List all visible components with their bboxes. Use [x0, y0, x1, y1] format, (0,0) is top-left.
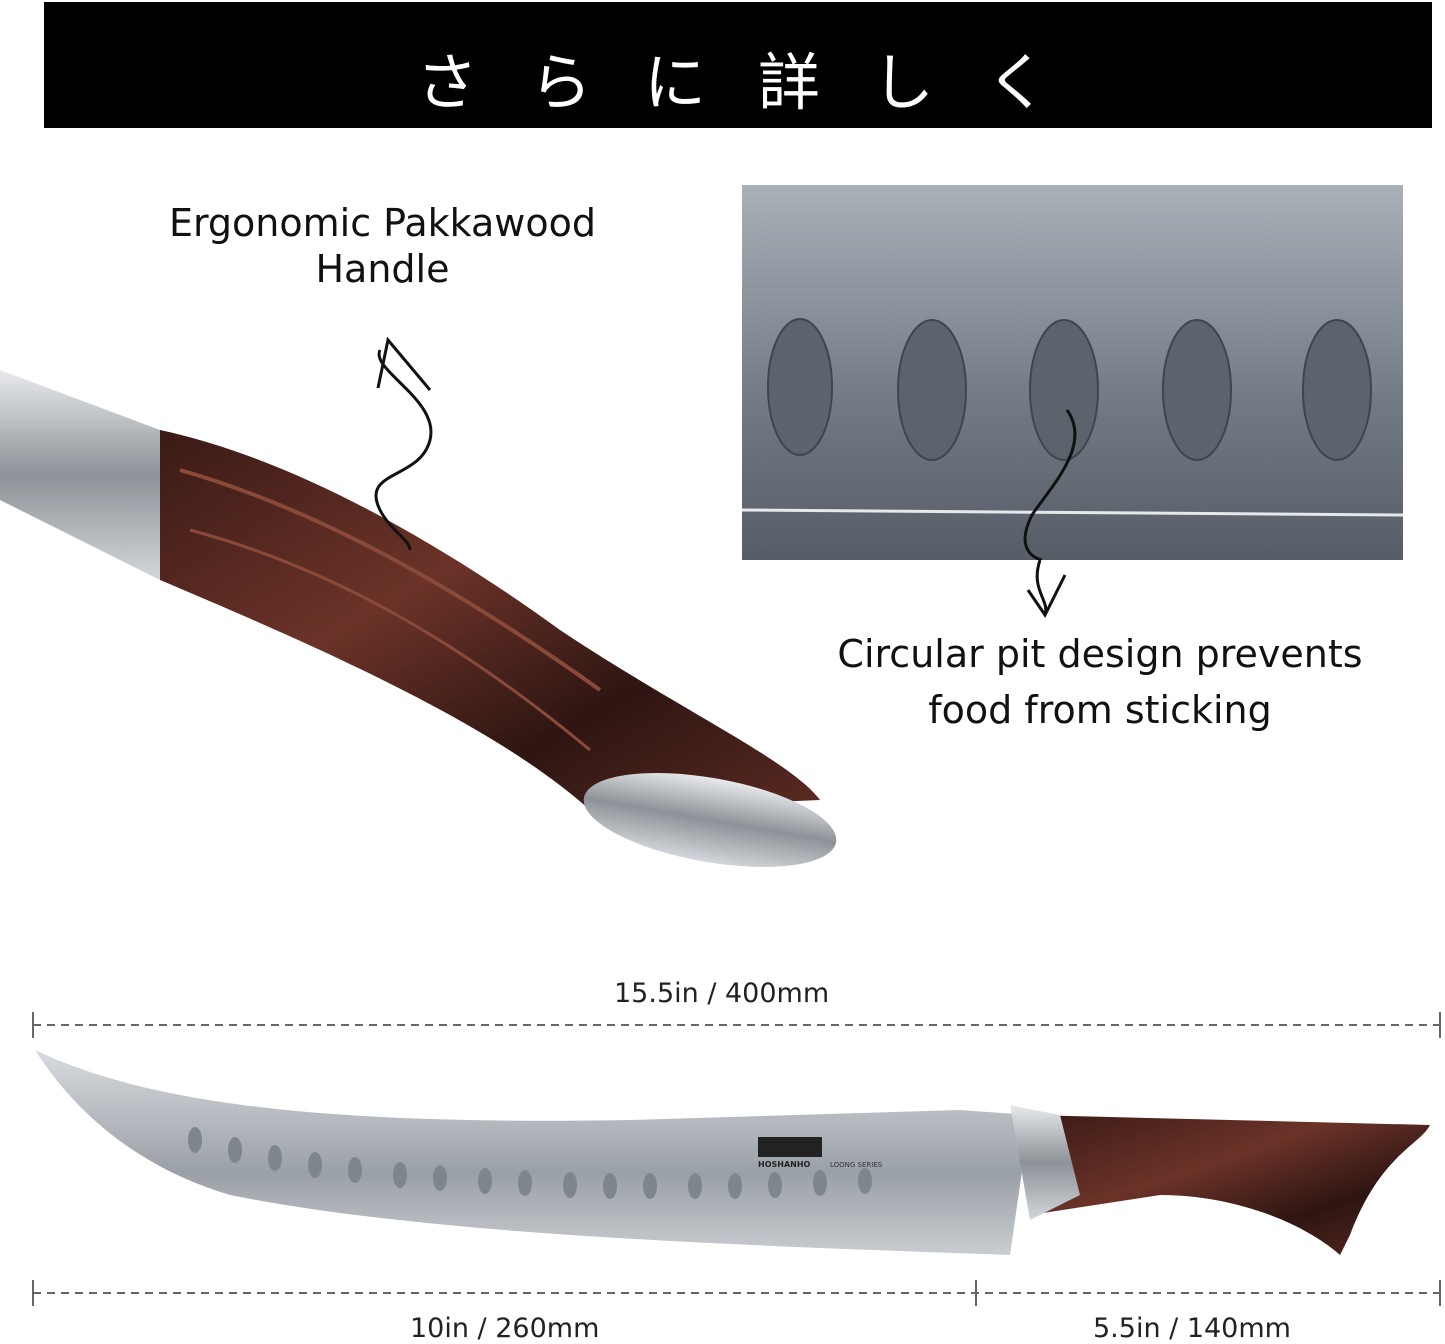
title-banner: さらに詳しく	[44, 2, 1432, 128]
handle-callout-line2: Handle	[315, 247, 450, 291]
pit-callout: Circular pit design prevents food from s…	[820, 626, 1380, 738]
blade-length-label: 10in / 260mm	[410, 1313, 600, 1344]
series-logo-text: LOONG SERIES	[830, 1161, 883, 1169]
arrow-icon	[1026, 560, 1067, 618]
segment-length-line	[32, 1280, 1441, 1306]
handle-closeup-image	[0, 336, 837, 867]
banner-title: さらに詳しく	[415, 46, 1100, 119]
handle-callout: Ergonomic Pakkawood Handle	[150, 200, 615, 292]
handle-length-label: 5.5in / 140mm	[1093, 1313, 1291, 1344]
pit-callout-line1: Circular pit design prevents	[837, 632, 1363, 676]
blade-pit-closeup-image	[742, 185, 1403, 560]
handle-callout-line1: Ergonomic Pakkawood	[168, 201, 597, 245]
brand-logo-mark	[758, 1137, 822, 1157]
brand-logo-text: HOSHANHO	[758, 1160, 811, 1169]
total-length-line	[32, 1012, 1441, 1038]
total-length-label: 15.5in / 400mm	[614, 978, 830, 1009]
full-knife-image: HOSHANHO LOONG SERIES	[35, 1050, 1430, 1255]
pit-callout-line2: food from sticking	[928, 688, 1272, 732]
